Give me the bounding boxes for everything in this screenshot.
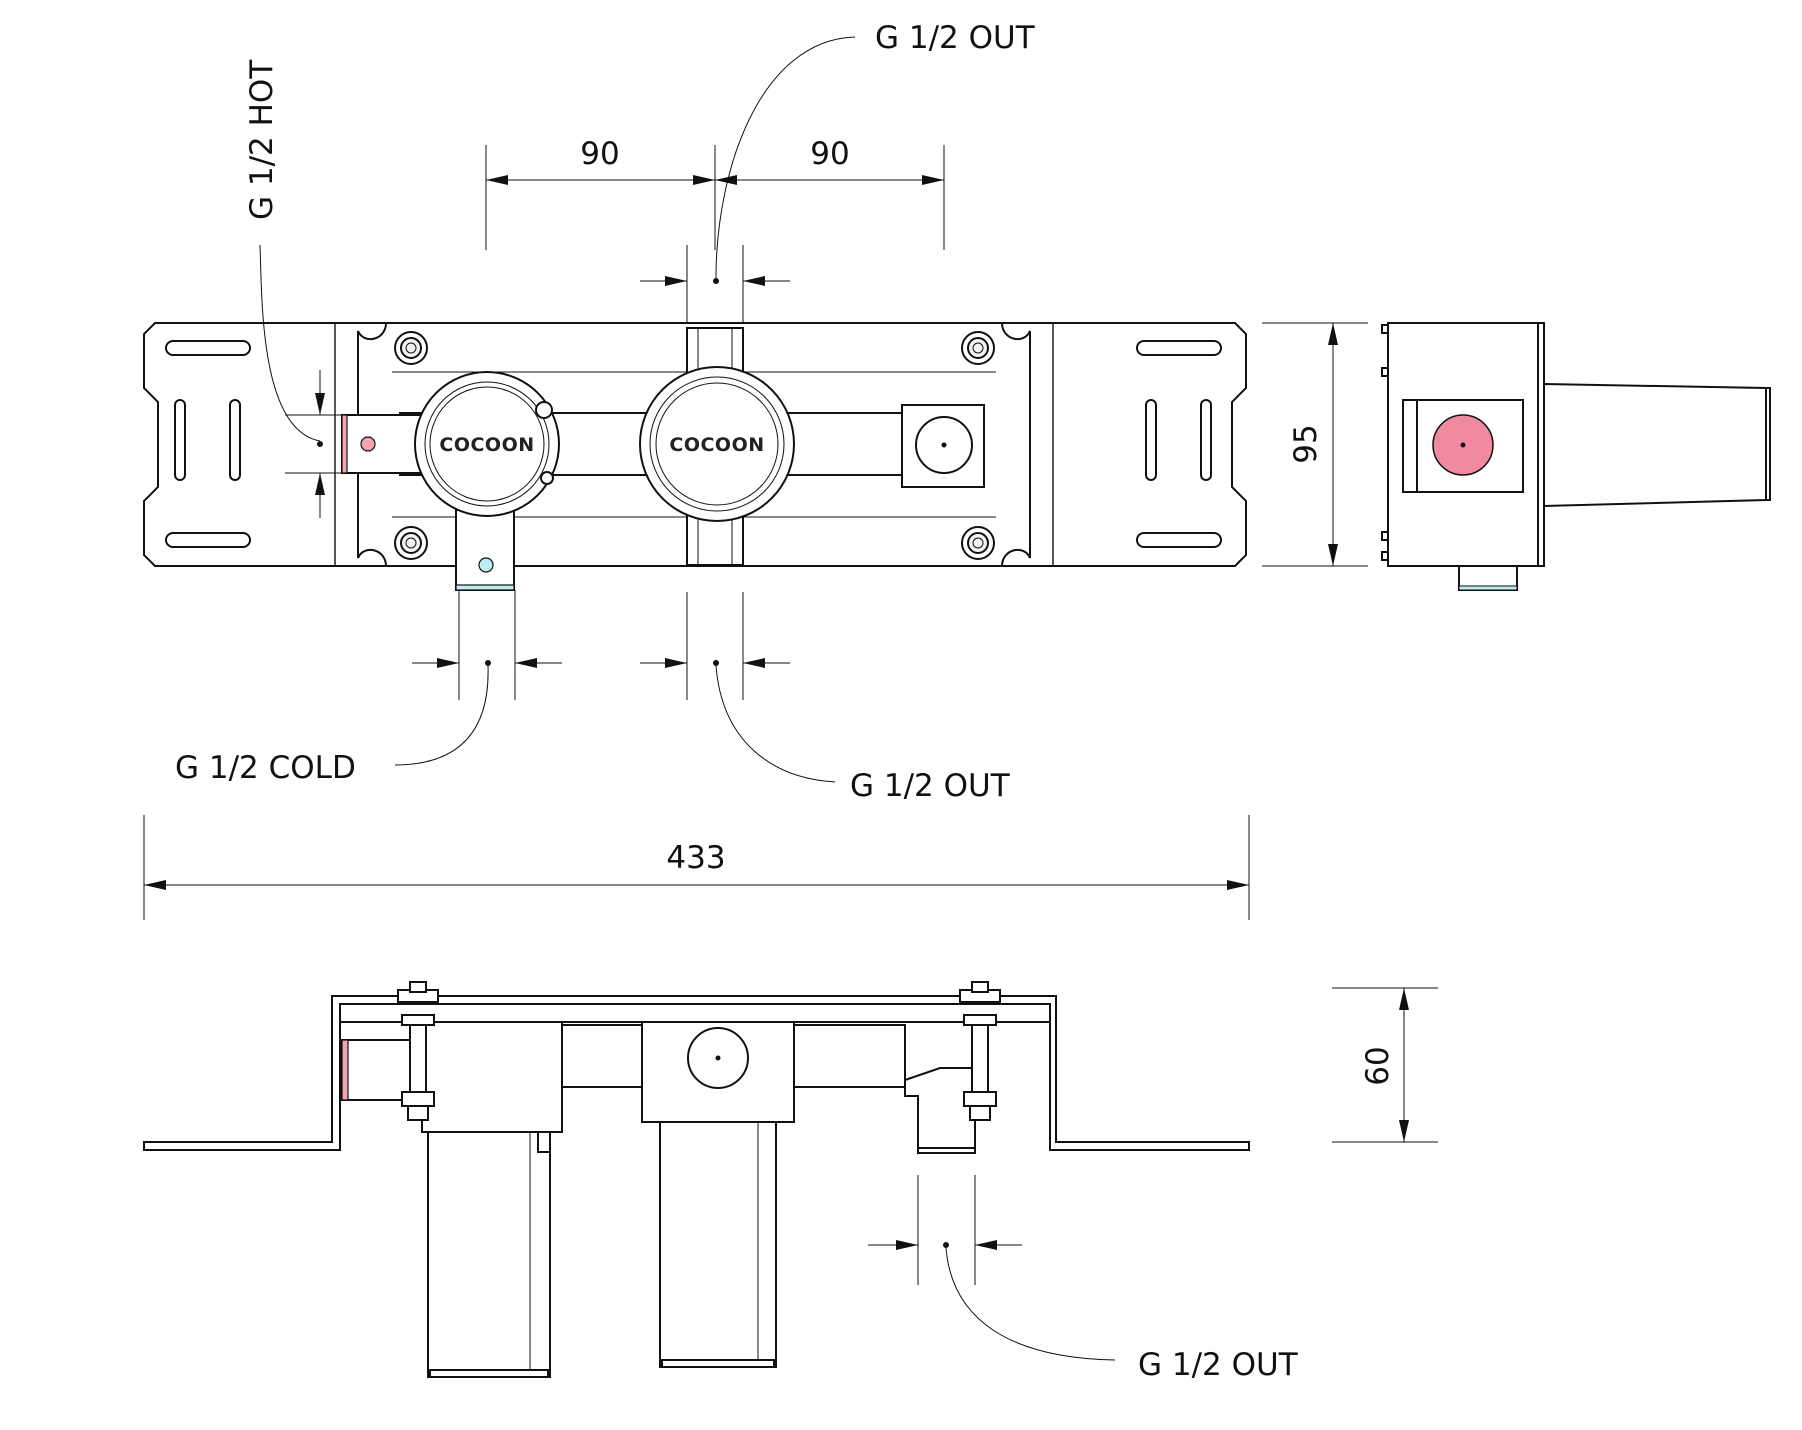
bolt-icon — [961, 526, 995, 560]
bolt-icon — [961, 331, 995, 365]
label-out-top: G 1/2 OUT — [875, 20, 1036, 56]
left-cartridge-logo: COCOON — [439, 434, 534, 456]
right-cartridge-logo: COCOON — [669, 434, 764, 456]
label-cold: G 1/2 COLD — [175, 750, 356, 786]
dimension-left-spacing: 90 — [580, 136, 619, 172]
hot-inlet — [341, 414, 423, 474]
left-cartridge: COCOON — [414, 371, 560, 517]
bolt-icon — [959, 981, 1001, 1121]
cold-indicator-icon — [478, 557, 494, 573]
top-view: 60 — [143, 981, 1438, 1378]
label-out-middle: G 1/2 OUT — [850, 768, 1011, 804]
side-view — [1381, 322, 1771, 591]
label-hot: G 1/2 HOT — [244, 59, 280, 220]
bolt-icon — [394, 331, 428, 365]
dimension-height: 95 — [1288, 424, 1324, 463]
dimension-depth: 60 — [1360, 1046, 1396, 1085]
label-out-bottom: G 1/2 OUT — [1138, 1347, 1299, 1383]
front-dimensions: 90 90 — [143, 36, 1368, 920]
hot-indicator-icon — [360, 436, 376, 452]
cold-inlet — [455, 509, 515, 591]
front-view: COCOON COCOON — [143, 322, 1247, 591]
dimension-right-spacing: 90 — [810, 136, 849, 172]
right-cartridge: COCOON — [639, 366, 795, 522]
dimension-total-length: 433 — [666, 840, 725, 876]
bolt-icon — [397, 981, 439, 1121]
bolt-icon — [394, 526, 428, 560]
